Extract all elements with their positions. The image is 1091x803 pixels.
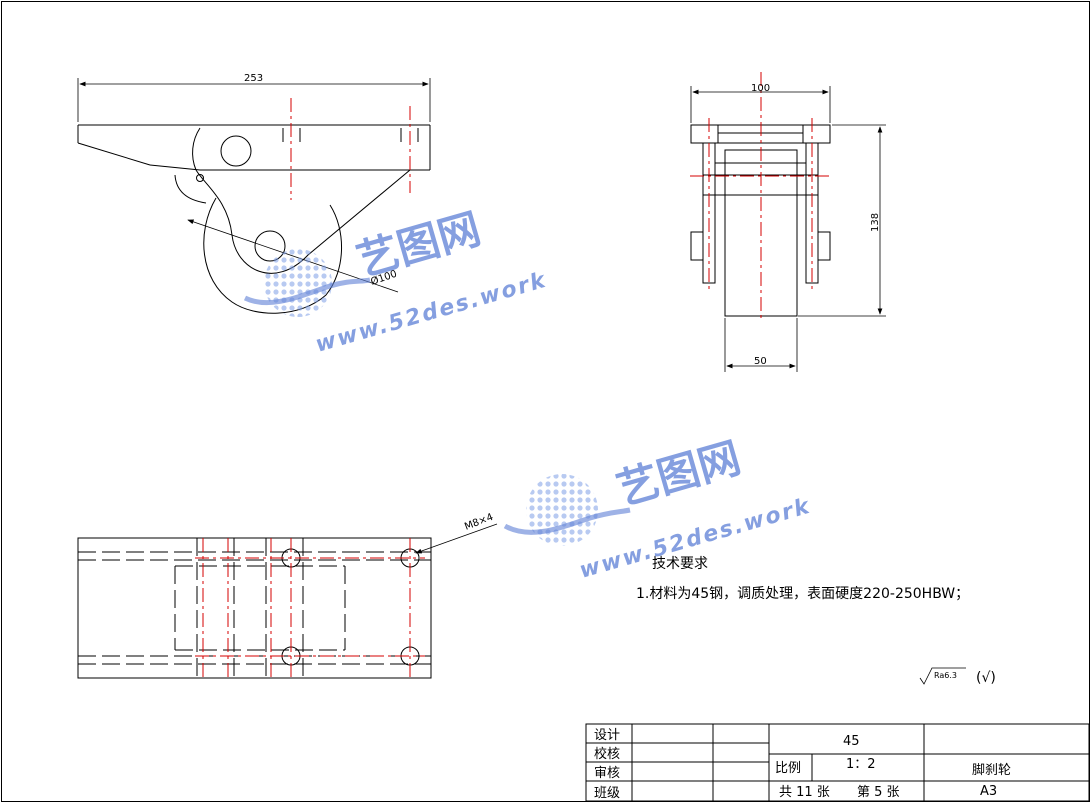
tech-req-title: 技术要求	[652, 556, 708, 572]
side-view	[77, 124, 431, 314]
front-view-centerlines	[690, 72, 830, 318]
watermark-name-2: 艺图网	[611, 433, 746, 515]
tech-req-item-1: 1.材料为45钢，调质处理，表面硬度220-250HBW；	[636, 586, 969, 602]
tb-design: 设计	[594, 728, 620, 743]
tb-check: 校核	[594, 746, 620, 762]
dim-253: 253	[244, 73, 263, 84]
title-block	[585, 723, 1090, 802]
tb-sheet-no: 第 5 张	[857, 785, 900, 800]
dim-thread-m8: M8×4	[463, 512, 495, 533]
tb-part-name: 脚刹轮	[972, 762, 1011, 778]
tb-paper-size: A3	[980, 784, 997, 799]
watermark-globe-icon-2	[526, 474, 598, 546]
tb-total-sheets: 共 11 张	[779, 785, 830, 800]
tb-scale-value: 1：2	[846, 757, 876, 772]
dim-50: 50	[754, 356, 767, 367]
dim-253-line	[77, 78, 431, 122]
roughness-mark: (√)	[976, 670, 996, 686]
top-view	[77, 537, 432, 679]
dim-100: 100	[751, 83, 770, 94]
watermark-name: 艺图网	[351, 204, 486, 286]
roughness-symbol	[919, 667, 966, 685]
watermark-1: 艺图网 www.52des.work	[243, 204, 550, 358]
front-view	[690, 124, 831, 317]
side-view-centerlines	[290, 98, 411, 200]
watermark-2: 艺图网 www.52des.work	[503, 433, 814, 584]
dim-138: 138	[870, 213, 881, 232]
top-view-centerlines	[195, 538, 425, 678]
roughness-value: Ra6.3	[934, 671, 957, 680]
tb-class: 班级	[594, 786, 620, 801]
tb-review: 审核	[594, 766, 620, 781]
tb-scale-label: 比例	[775, 761, 801, 776]
watermark-globe-icon	[264, 249, 332, 317]
tb-material: 45	[843, 734, 860, 749]
thread-leader	[415, 523, 498, 554]
front-dims-lines	[690, 86, 886, 372]
